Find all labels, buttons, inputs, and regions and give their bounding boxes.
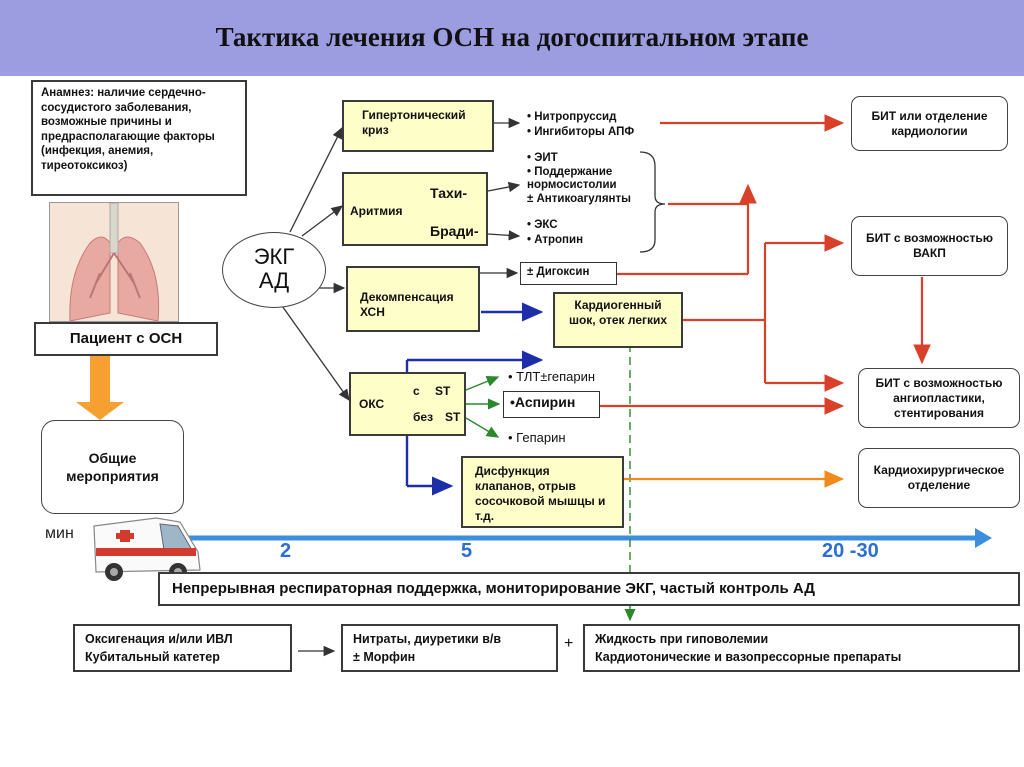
treatment-normosystole: нормосистолии	[527, 179, 617, 191]
treatment-nitroprusside: • Нитропруссид	[527, 111, 617, 123]
bit-vakp-label: БИТ с возможностью ВАКП	[866, 231, 993, 260]
aspirin-label: •Аспирин	[510, 394, 576, 410]
timeline-tick-20-30: 20 -30	[822, 540, 879, 562]
arrhythmia-box: Аритмия Тахи- Бради-	[342, 172, 488, 246]
oxygenation-box: Оксигенация и/или ИВЛ Кубитальный катете…	[73, 624, 292, 672]
fluids-label: Жидкость при гиповолемии	[595, 632, 769, 646]
patient-box: Пациент с ОСН	[34, 322, 218, 356]
tlt-label: • ТЛТ±гепарин	[508, 369, 596, 384]
ambulance-icon	[93, 517, 201, 581]
treatment-eit: • ЭИТ	[527, 152, 558, 164]
timeline-tick-5: 5	[461, 540, 473, 562]
treatment-maintenance: • Поддержание	[527, 165, 613, 178]
anamnesis-text: Анамнез: наличие сердечно-сосудистого за…	[41, 87, 215, 172]
hypertensive-treatments: • Нитропруссид • Ингибиторы АПФ	[527, 110, 634, 140]
bit-vakp-box: БИТ с возможностью ВАКП	[851, 216, 1008, 276]
cardiosurgery-label: Кардиохирургическое отделение	[873, 463, 1005, 492]
arrhythmia-label: Аритмия	[350, 204, 403, 218]
oks-label: ОКС	[359, 397, 385, 411]
vasopressors-label: Кардиотонические и вазопрессорные препар…	[595, 650, 902, 664]
anamnesis-box: Анамнез: наличие сердечно-сосудистого за…	[31, 80, 247, 196]
bit-cardiology-label: БИТ или отделение кардиологии	[871, 108, 988, 138]
fluids-box: Жидкость при гиповолемии Кардиотонически…	[583, 624, 1020, 672]
decompensation-box: Декомпенсация ХСН	[346, 266, 480, 332]
plus-sign: +	[564, 635, 574, 652]
ecg-label: ЭКГ	[253, 244, 295, 269]
valve-dysfunction-label: Дисфункция клапанов, отрыв сосочковой мы…	[475, 464, 606, 523]
treatment-eks: • ЭКС	[527, 219, 558, 231]
treatment-anticoagulants: ± Антикоагулянты	[527, 192, 631, 205]
tachy-treatments: • ЭИТ • Поддержание нормосистолии ± Анти…	[527, 152, 631, 206]
oks-st-down-label: ST	[445, 410, 461, 424]
oks-box: ОКС с ST без ST	[349, 372, 466, 436]
bp-label: АД	[258, 268, 290, 293]
lungs-icon	[69, 203, 160, 321]
brady-treatments: • ЭКС • Атропин	[527, 218, 583, 248]
header-banner: Тактика лечения ОСН на догоспитальном эт…	[0, 0, 1024, 76]
brady-label: Бради-	[430, 223, 479, 239]
page-title: Тактика лечения ОСН на догоспитальном эт…	[215, 22, 809, 52]
heparin-label: • Гепарин	[508, 430, 566, 445]
decompensation-label: Декомпенсация ХСН	[360, 290, 454, 319]
timeline-tick-2: 2	[280, 540, 292, 562]
orange-down-arrow	[76, 356, 124, 420]
respiratory-support-label: Непрерывная респираторная поддержка, мон…	[172, 580, 815, 597]
bit-angioplasty-box: БИТ с возможностью ангиопластики, стенти…	[858, 368, 1020, 428]
oxygenation-label: Оксигенация и/или ИВЛ	[85, 632, 233, 646]
treatment-atropine: • Атропин	[527, 234, 584, 246]
general-measures-label: Общие мероприятия	[66, 450, 159, 484]
cardiogenic-shock-box: Кардиогенный шок, отек легких	[553, 292, 683, 348]
patient-label: Пациент с ОСН	[69, 330, 183, 347]
oks-st-up-label: ST	[435, 384, 451, 398]
nitrates-label: Нитраты, диуретики в/в	[353, 632, 502, 646]
digoxin-box: ± Дигоксин	[520, 262, 617, 285]
timeline-unit: мин	[45, 525, 74, 542]
cardiogenic-shock-label: Кардиогенный шок, отек легких	[568, 298, 668, 327]
hypertensive-crisis-box: Гипертонический криз	[342, 100, 494, 152]
cardiosurgery-box: Кардиохирургическое отделение	[858, 448, 1020, 508]
lungs-illustration	[49, 202, 179, 322]
bit-angioplasty-label: БИТ с возможностью ангиопластики, стенти…	[875, 375, 1003, 420]
general-measures-box: Общие мероприятия	[41, 420, 184, 514]
valve-dysfunction-box: Дисфункция клапанов, отрыв сосочковой мы…	[461, 456, 624, 528]
respiratory-support-box: Непрерывная респираторная поддержка, мон…	[158, 572, 1020, 606]
aspirin-box: •Аспирин	[503, 391, 600, 418]
digoxin-label: ± Дигоксин	[527, 266, 590, 278]
bit-cardiology-box: БИТ или отделение кардиологии	[851, 96, 1008, 151]
oks-with-label: с	[413, 384, 420, 398]
cubital-catheter-label: Кубитальный катетер	[85, 650, 220, 664]
nitrates-box: Нитраты, диуретики в/в ± Морфин	[341, 624, 558, 672]
oks-without-label: без	[413, 410, 434, 424]
morphine-label: ± Морфин	[353, 650, 416, 664]
tachy-label: Тахи-	[430, 185, 468, 201]
ambulance-illustration	[90, 512, 204, 584]
hypertensive-crisis-label: Гипертонический криз	[362, 108, 466, 137]
ecg-ellipse: ЭКГ АД	[222, 232, 326, 308]
treatment-ace-inhibitors: • Ингибиторы АПФ	[527, 126, 635, 138]
